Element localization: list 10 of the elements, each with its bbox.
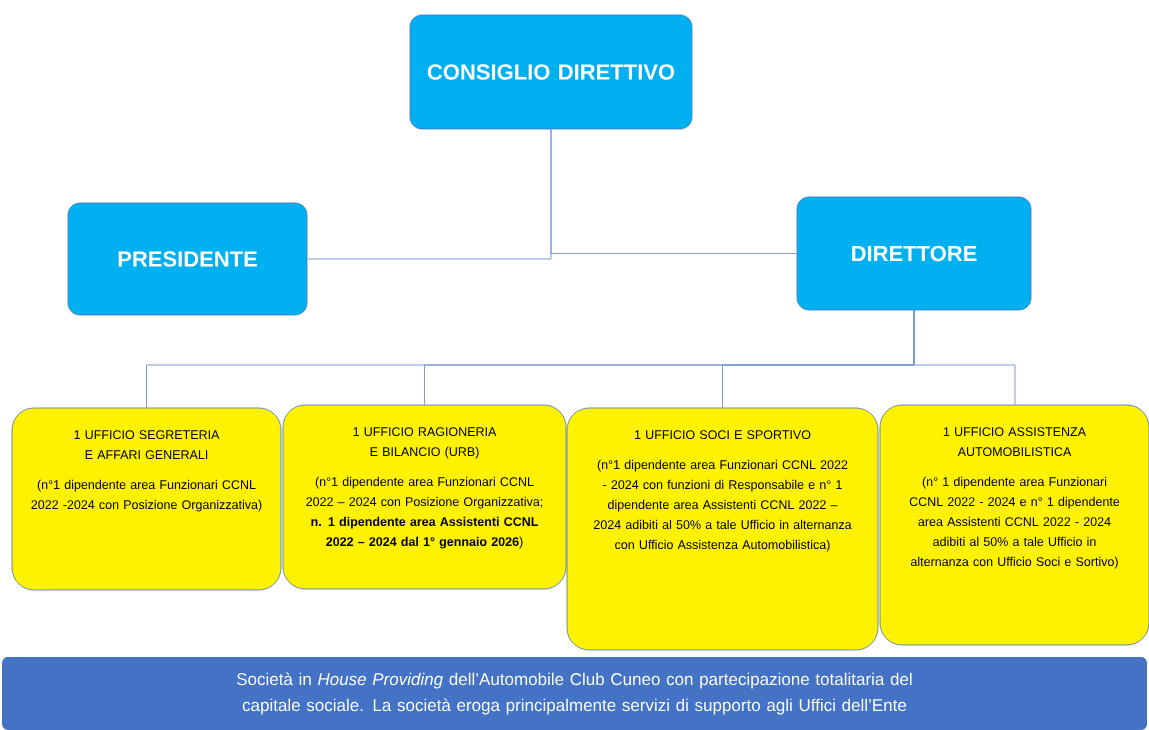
office-box: 1 UFFICIO RAGIONERIA E BILANCIO (URB) (n°1 dipendente area Funzionari CCNL 2022 – 2024 con Posizione Organizzativa; n. 1 dipendente area Assistenti CCNL 2022 – 2024 dal 1° gennaio 2026) [282, 404, 567, 590]
connector-line [550, 128, 798, 254]
office-box: 1 UFFICIO SEGRETERIA E AFFARI GENERALI (n°1 dipendente area Funzionari CCNL 2022 -2024 con Posizione Organizzativa) [11, 407, 282, 591]
org-box: PRESIDENTE [67, 202, 308, 316]
connector-line [913, 309, 1016, 406]
office-box: 1 UFFICIO ASSISTENZA AUTOMOBILISTICA (n° 1 dipendente area Funzionari CCNL 2022 - 2024 e n° 1 dipendente area Assistenti CCNL 2022 - 2024 adibiti al 50% a tale Ufficio in alternanza con Ufficio Soci e Sortivo) [879, 404, 1149, 646]
office-box: 1 UFFICIO SOCI E SPORTIVO (n°1 dipendente area Funzionari CCNL 2022 - 2024 con funzioni di Responsabile e n° 1 dipendente area Assistenti CCNL 2022 – 2024 adibiti al 50% a tale Ufficio in alternanza con Ufficio Assistenza Automobilistica) [566, 407, 879, 651]
org-box: DIRETTORE [796, 196, 1032, 311]
note-band: Società in House Providing dell’Automobile Club Cuneo con partecipazione totalitaria del capitale sociale. La società eroga principalmente servizi di supporto agli Uffici dell’Ente [2, 657, 1147, 730]
org-box: CONSIGLIO DIRETTIVO [409, 14, 693, 130]
